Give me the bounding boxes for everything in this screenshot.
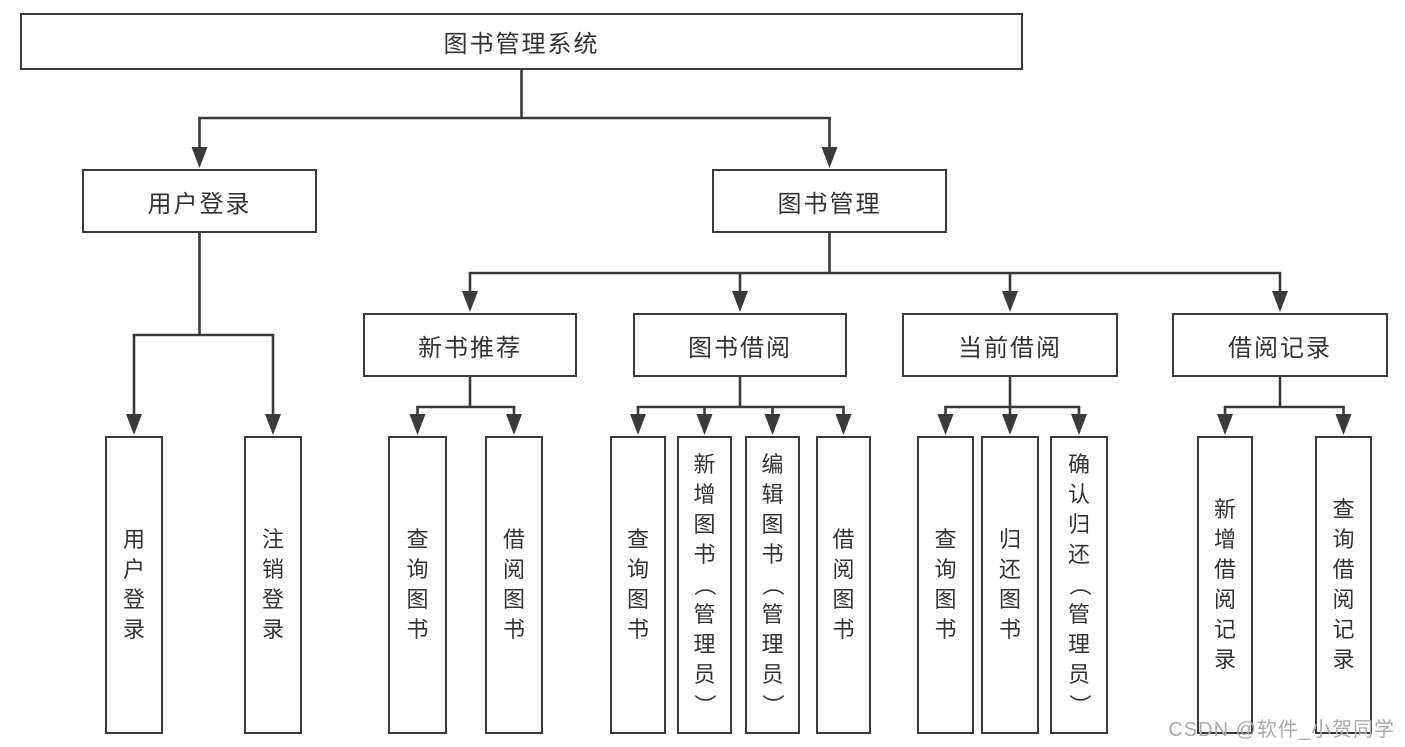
tree-node-label: 确认归还（管理员）: [1066, 452, 1092, 717]
tree-node-label: 用户登录: [147, 190, 252, 218]
tree-node-book-borrowing: 图书借阅: [633, 313, 847, 377]
tree-node-label: 查询图书: [406, 527, 429, 642]
tree-node-label: 编辑图书（管理员）: [760, 452, 786, 717]
tree-node-v-add-borrow-record: 新增借阅记录: [1197, 436, 1253, 734]
tree-node-new-book-recommend: 新书推荐: [363, 313, 577, 377]
tree-node-label: 借阅图书: [502, 527, 525, 642]
tree-node-label: 当前借阅: [958, 334, 1062, 362]
tree-node-borrowing-records: 借阅记录: [1172, 313, 1388, 377]
tree-node-label: 新增图书（管理员）: [692, 452, 718, 717]
tree-node-book-management: 图书管理: [712, 169, 947, 233]
tree-node-library-system: 图书管理系统: [20, 13, 1023, 70]
tree-node-v-logout: 注销登录: [244, 436, 302, 734]
tree-node-v-user-login: 用户登录: [105, 436, 163, 734]
tree-node-label: 归还图书: [998, 527, 1021, 642]
tree-node-label: 图书管理系统: [443, 31, 600, 58]
tree-node-v-borrow-books-1: 借阅图书: [485, 436, 543, 734]
tree-node-v-query-books-2: 查询图书: [610, 436, 666, 734]
tree-node-label: 借阅记录: [1228, 334, 1332, 362]
tree-node-v-confirm-return: 确认归还（管理员）: [1050, 436, 1108, 734]
tree-node-v-borrow-books-2: 借阅图书: [816, 436, 871, 734]
tree-node-v-add-books: 新增图书（管理员）: [677, 436, 732, 734]
tree-node-label: 查询借阅记录: [1332, 497, 1355, 672]
tree-node-label: 新书推荐: [418, 334, 522, 362]
tree-node-label: 图书管理: [777, 190, 882, 218]
tree-node-v-query-books-3: 查询图书: [917, 436, 974, 734]
tree-node-label: 用户登录: [122, 527, 145, 642]
tree-node-v-return-books: 归还图书: [981, 436, 1039, 734]
tree-node-label: 查询图书: [934, 527, 957, 642]
tree-node-v-query-books-1: 查询图书: [388, 436, 447, 734]
tree-node-label: 图书借阅: [688, 334, 792, 362]
tree-node-v-edit-books: 编辑图书（管理员）: [745, 436, 800, 734]
tree-node-label: 注销登录: [261, 527, 284, 642]
tree-node-label: 新增借阅记录: [1213, 497, 1236, 672]
tree-node-label: 借阅图书: [832, 527, 855, 642]
tree-node-label: 查询图书: [626, 527, 649, 642]
tree-node-v-query-borrow-record: 查询借阅记录: [1315, 436, 1372, 734]
csdn-watermark: CSDN @软件_小贺同学: [1168, 719, 1395, 741]
tree-node-current-borrowing: 当前借阅: [902, 313, 1118, 377]
tree-node-user-login: 用户登录: [82, 169, 317, 233]
